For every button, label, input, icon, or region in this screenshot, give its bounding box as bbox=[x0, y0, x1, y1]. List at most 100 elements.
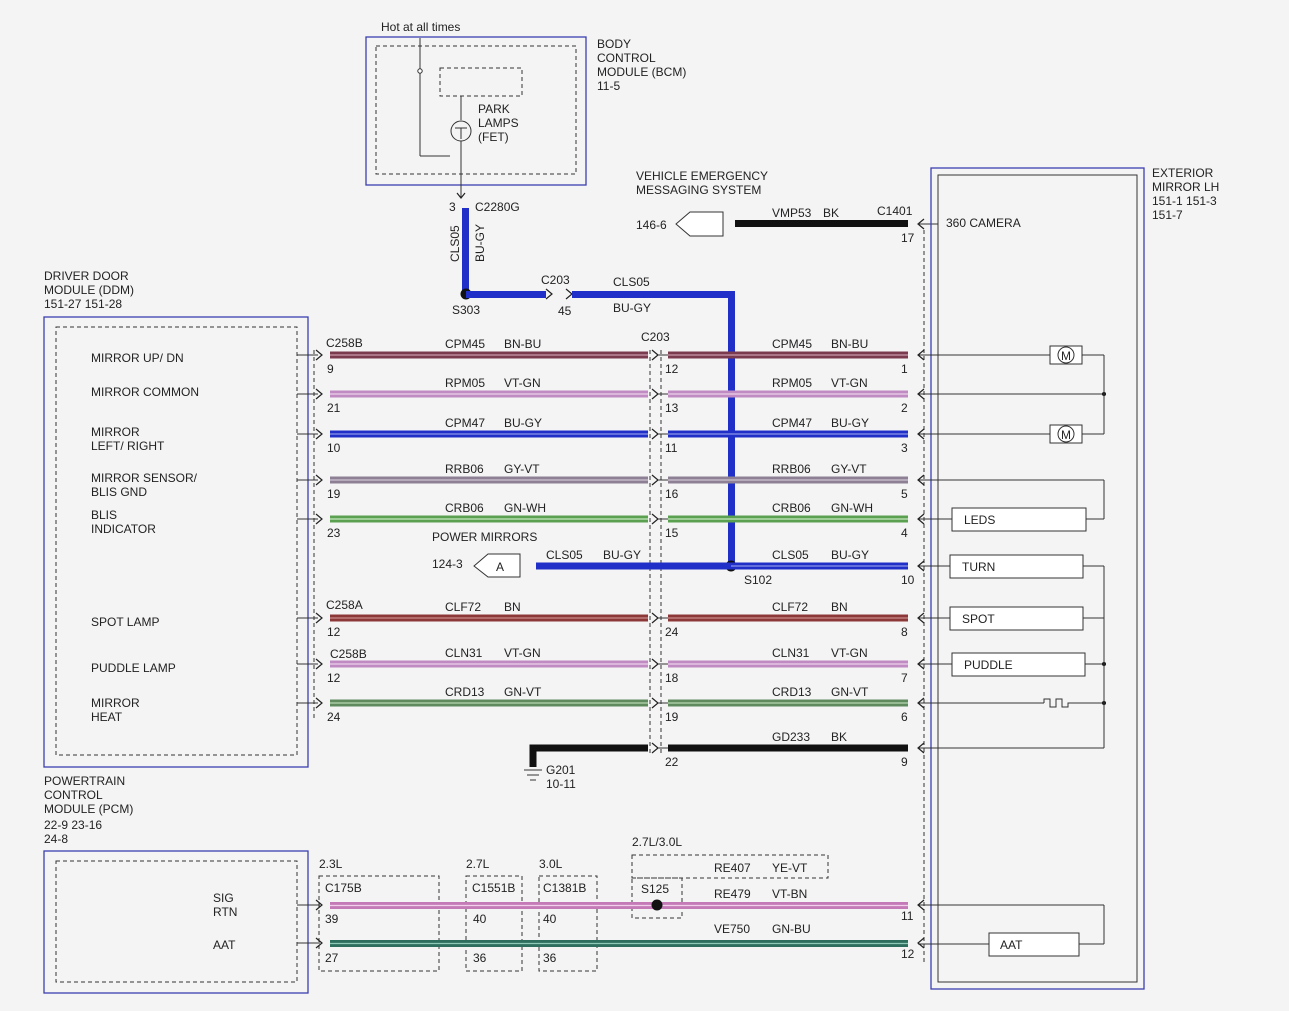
r6-right-color: BU-GY bbox=[831, 548, 869, 562]
r9-mirror-chevron bbox=[917, 697, 925, 709]
c203-label: C203 bbox=[641, 330, 670, 344]
cls05-run-circuit: CLS05 bbox=[613, 275, 650, 289]
vems-ref: 146-6 bbox=[636, 218, 667, 232]
ddm-label-sensor-1: MIRROR SENSOR/ bbox=[91, 471, 198, 485]
pcm-outline bbox=[43, 850, 309, 994]
turn-label: TURN bbox=[962, 560, 995, 574]
r8-pin-c203: 18 bbox=[665, 671, 679, 685]
cls05-drop-wire bbox=[728, 291, 735, 567]
r7-pin-mirror: 8 bbox=[901, 625, 908, 639]
vems-title-2: MESSAGING SYSTEM bbox=[636, 183, 761, 197]
ddm-label-sensor-2: BLIS GND bbox=[91, 485, 147, 499]
pcm-ref-2: 24-8 bbox=[44, 832, 68, 846]
r4-pin-c203: 16 bbox=[665, 487, 679, 501]
bcm-hot-node bbox=[417, 68, 423, 74]
eng-23: 2.3L bbox=[319, 857, 343, 871]
g201-label: G201 bbox=[546, 763, 576, 777]
r9-right-circuit: CRD13 bbox=[772, 685, 812, 699]
r2-right-circuit: RPM05 bbox=[772, 376, 812, 390]
mirror-outline bbox=[930, 167, 1145, 990]
mirror-title-2: MIRROR LH bbox=[1152, 180, 1219, 194]
r10-pin-c203: 22 bbox=[665, 755, 679, 769]
ddm-label-lr-1: MIRROR bbox=[91, 425, 140, 439]
r1-right-color: BN-BU bbox=[831, 337, 868, 351]
c175b-box bbox=[318, 875, 440, 972]
offpage-a-label: A bbox=[496, 560, 504, 574]
pin-12: 12 bbox=[901, 947, 915, 961]
c258a-label: C258A bbox=[326, 598, 363, 612]
eng-27: 2.7L bbox=[466, 857, 490, 871]
r5-pin-ddm: 23 bbox=[327, 526, 341, 540]
ddm-inner bbox=[55, 326, 298, 756]
r1-right-circuit: CPM45 bbox=[772, 337, 812, 351]
r3-mirror-chevron bbox=[917, 428, 925, 440]
c258b-label: C258B bbox=[326, 336, 363, 350]
r4-ddm-chevron bbox=[315, 474, 323, 486]
r10-pin-mirror: 9 bbox=[901, 755, 908, 769]
r6-pin-mirror: 10 bbox=[901, 573, 915, 587]
bcm-connector: C2280G bbox=[475, 200, 520, 214]
r10-right-color: BK bbox=[831, 730, 847, 744]
pin-40a: 40 bbox=[473, 912, 487, 926]
power-mirrors-label: POWER MIRRORS bbox=[432, 530, 537, 544]
r8-right-color: VT-GN bbox=[831, 646, 868, 660]
bcm-outline bbox=[365, 36, 587, 186]
r2-ddm-chevron bbox=[315, 388, 323, 400]
re407-color: YE-VT bbox=[772, 861, 808, 875]
r6-left-color: BU-GY bbox=[603, 548, 641, 562]
re479-circuit: RE479 bbox=[714, 887, 751, 901]
r7-pin-ddm: 12 bbox=[327, 625, 341, 639]
r9-pin-c203: 19 bbox=[665, 710, 679, 724]
r1-pin-c203: 12 bbox=[665, 362, 679, 376]
pcm-sig-2: RTN bbox=[213, 905, 237, 919]
bcm-ref: 11-5 bbox=[597, 79, 620, 93]
r3-pin-mirror: 3 bbox=[901, 441, 908, 455]
pcm-inner bbox=[55, 860, 298, 983]
bcm-fet-2: LAMPS bbox=[478, 116, 519, 130]
bcm-hot-label: Hot at all times bbox=[381, 20, 460, 34]
ddm-outline bbox=[43, 316, 309, 768]
r2-mirror-chevron bbox=[917, 388, 925, 400]
vems-title-1: VEHICLE EMERGENCY bbox=[636, 169, 768, 183]
bcm-inner bbox=[375, 45, 577, 175]
r2-pin-mirror: 2 bbox=[901, 401, 908, 415]
cls05-run-color: BU-GY bbox=[613, 301, 651, 315]
pcm-sig-1: SIG bbox=[213, 891, 234, 905]
leds-label: LEDS bbox=[964, 513, 995, 527]
r5-right-circuit: CRB06 bbox=[772, 501, 811, 515]
mirror-title-1: EXTERIOR bbox=[1152, 166, 1214, 180]
cls05-horizontal-wire-a bbox=[466, 291, 546, 298]
r9-c203-chevron bbox=[651, 697, 659, 709]
r4-pin-ddm: 19 bbox=[327, 487, 341, 501]
r3-left-color: BU-GY bbox=[504, 416, 542, 430]
pin-40b: 40 bbox=[543, 912, 557, 926]
bcm-fet-3: (FET) bbox=[478, 130, 509, 144]
pin-39: 39 bbox=[325, 912, 339, 926]
c1551b-label: C1551B bbox=[472, 881, 515, 895]
s125-box bbox=[631, 877, 683, 919]
pcm-title-2: CONTROL bbox=[44, 788, 103, 802]
r2-right-color: VT-GN bbox=[831, 376, 868, 390]
bcm-module: Hot at all times BODY CONTROL MODULE (BC… bbox=[365, 20, 686, 214]
c203-top-pin: 45 bbox=[558, 304, 572, 318]
heater-icon bbox=[1043, 698, 1104, 708]
r1-pin-ddm: 9 bbox=[327, 362, 334, 376]
pcm-title-1: POWERTRAIN bbox=[44, 774, 125, 788]
ddm-label-puddle: PUDDLE LAMP bbox=[91, 661, 176, 675]
re407-box bbox=[631, 854, 829, 879]
offpage-a-arrow bbox=[473, 553, 521, 578]
s102-label: S102 bbox=[744, 573, 772, 587]
pcm-aat: AAT bbox=[213, 938, 236, 952]
ddm-label-blis-1: BLIS bbox=[91, 508, 117, 522]
c1551b-box bbox=[465, 875, 523, 972]
camera-label: 360 CAMERA bbox=[946, 216, 1021, 230]
motor-1-label: M bbox=[1061, 349, 1071, 363]
r3-pin-ddm: 10 bbox=[327, 441, 341, 455]
r9-right-color: GN-VT bbox=[831, 685, 869, 699]
r4-mirror-chevron bbox=[917, 474, 925, 486]
cls05-vertical-wire bbox=[462, 208, 469, 294]
vems-offpage-arrow bbox=[675, 211, 724, 237]
r1-pin-mirror: 1 bbox=[901, 362, 908, 376]
r7-c203-chevron bbox=[651, 612, 659, 624]
r7-right-color: BN bbox=[831, 600, 848, 614]
